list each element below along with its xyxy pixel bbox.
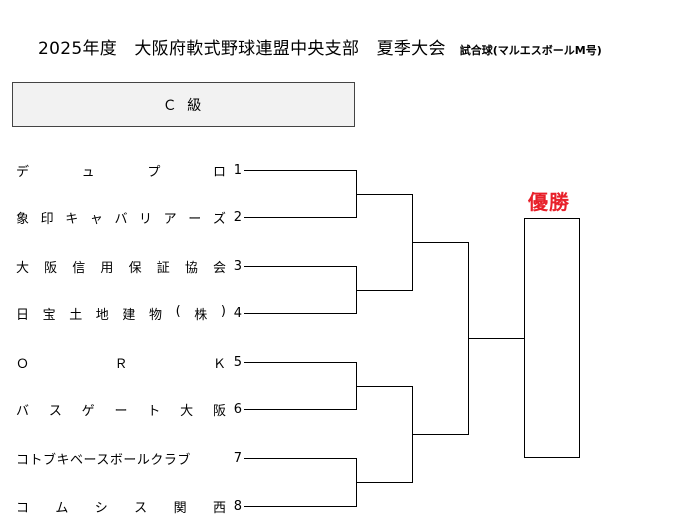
bracket-line xyxy=(412,242,469,243)
class-label: Ｃ 級 xyxy=(162,97,205,114)
page-title: 2025年度 大阪府軟式野球連盟中央支部 夏季大会 試合球(マルエスボールM号) xyxy=(38,34,602,59)
bracket-line xyxy=(244,313,357,314)
team-row: 象印キャバリアーズ 2 xyxy=(16,208,242,227)
team-row: コムシス関西 8 xyxy=(16,497,242,516)
bracket-line xyxy=(244,506,357,507)
class-label-box: Ｃ 級 xyxy=(12,82,355,127)
winner-box xyxy=(524,218,580,458)
team-number: 3 xyxy=(233,258,242,274)
bracket-line xyxy=(468,338,525,339)
team-name: 大阪信用保証協会 xyxy=(16,260,226,276)
bracket-line xyxy=(244,217,357,218)
bracket-line xyxy=(244,362,357,363)
match-ball-note: 試合球(マルエスボールM号) xyxy=(459,44,602,57)
bracket-line xyxy=(244,170,357,171)
team-name: デュプロ xyxy=(16,164,226,180)
bracket-line xyxy=(244,458,357,459)
team-number: 6 xyxy=(233,401,242,417)
team-number: 4 xyxy=(233,305,242,321)
tournament-title: 2025年度 大阪府軟式野球連盟中央支部 夏季大会 xyxy=(38,39,446,59)
team-name: バスゲート大阪 xyxy=(16,403,226,419)
team-name: 象印キャバリアーズ xyxy=(16,211,226,227)
team-row: 日宝土地建物(株) 4 xyxy=(16,303,242,323)
bracket-line xyxy=(356,290,413,291)
bracket-line xyxy=(356,386,413,387)
bracket-line xyxy=(244,409,357,410)
team-row: デュプロ 1 xyxy=(16,161,242,180)
team-number: 1 xyxy=(233,162,242,178)
bracket-line xyxy=(244,266,357,267)
team-row: バスゲート大阪 6 xyxy=(16,400,242,419)
team-name: コトブキベースボールクラブ xyxy=(16,452,191,468)
team-name: コムシス関西 xyxy=(16,500,226,516)
team-row: 大阪信用保証協会 3 xyxy=(16,257,242,276)
team-row: コトブキベースボールクラブ 7 xyxy=(16,449,242,468)
bracket-line xyxy=(356,194,413,195)
winner-label: 優勝 xyxy=(528,190,570,214)
team-number: 8 xyxy=(233,498,242,514)
bracket-line xyxy=(356,482,413,483)
team-name: 日宝土地建物(株) xyxy=(16,303,226,323)
bracket-line xyxy=(412,434,469,435)
team-number: 2 xyxy=(233,209,242,225)
team-number: 5 xyxy=(233,354,242,370)
team-number: 7 xyxy=(233,450,242,466)
